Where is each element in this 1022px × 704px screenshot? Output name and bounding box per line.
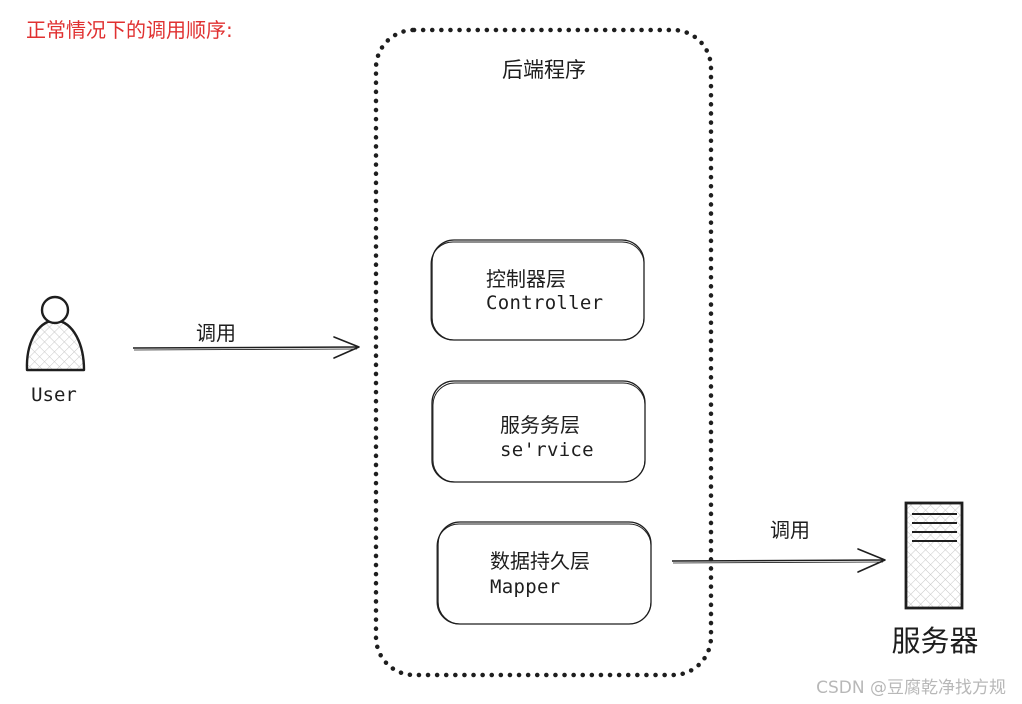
mapper-layer-title: 数据持久层 <box>490 549 590 573</box>
backend-container <box>373 27 714 678</box>
server-label: 服务器 <box>891 624 979 658</box>
mapper-layer-box <box>436 521 652 625</box>
diagram-heading: 正常情况下的调用顺序: <box>26 18 233 42</box>
arrow-mapper-to-server <box>671 548 886 573</box>
user-call-label: 调用 <box>196 321 236 345</box>
watermark: CSDN @豆腐乾净找方规 <box>816 678 1006 698</box>
service-layer-title: 服务务层 <box>500 413 580 437</box>
server-icon <box>904 501 964 610</box>
user-icon <box>25 295 86 372</box>
backend-container-title: 后端程序 <box>502 58 586 82</box>
controller-layer-subtitle: Controller <box>486 292 604 314</box>
server-call-label: 调用 <box>770 518 810 542</box>
mapper-layer-subtitle: Mapper <box>490 576 561 598</box>
service-layer-box <box>431 380 646 483</box>
controller-layer-title: 控制器层 <box>486 267 566 291</box>
arrow-user-to-backend <box>132 336 360 359</box>
user-label: User <box>31 384 77 406</box>
service-layer-subtitle: se'rvice <box>500 439 594 461</box>
controller-layer-box <box>430 239 645 341</box>
